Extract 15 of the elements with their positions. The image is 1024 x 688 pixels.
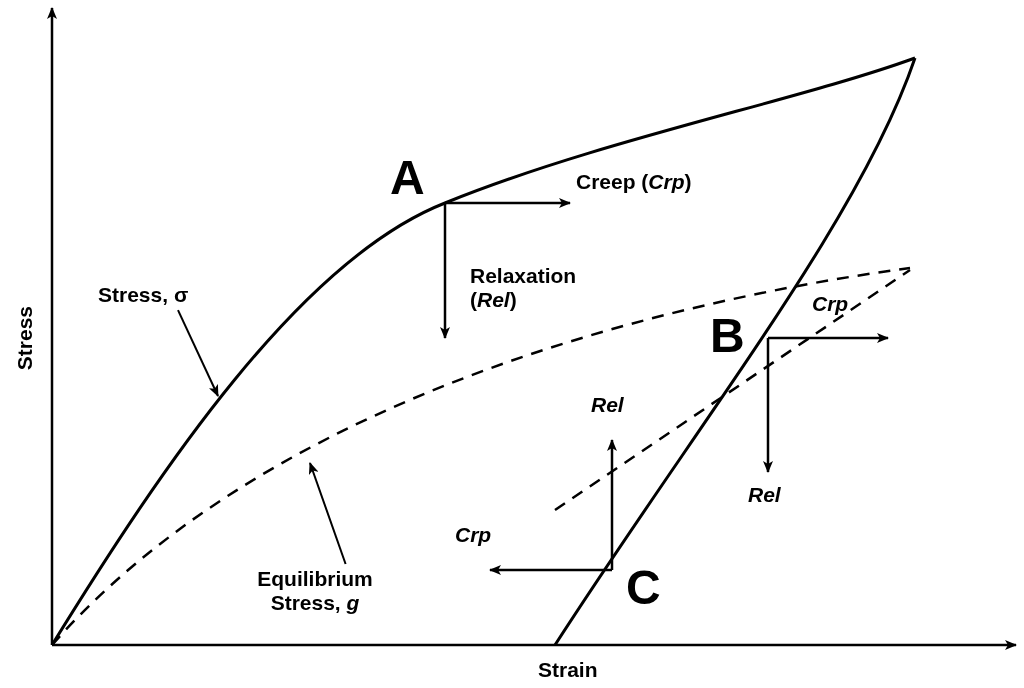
point-letter: B <box>710 308 745 364</box>
direction-label: Crp <box>812 292 849 317</box>
direction-label: Creep (Crp) <box>576 170 692 195</box>
direction-label: Rel <box>591 393 624 418</box>
direction-label: Relaxation (Rel) <box>470 264 578 313</box>
direction-label: Rel <box>748 483 781 508</box>
point-letter: A <box>390 150 425 206</box>
leader-line <box>308 462 347 565</box>
curve-label: Stress, σ <box>98 283 258 308</box>
axis-title: Stress <box>13 305 38 371</box>
point-letter: C <box>626 560 661 616</box>
axis-title: Strain <box>538 658 598 683</box>
curve-label: Equilibrium Stress, g <box>225 567 405 616</box>
direction-label: Crp <box>455 523 492 548</box>
leader-line <box>177 309 219 397</box>
